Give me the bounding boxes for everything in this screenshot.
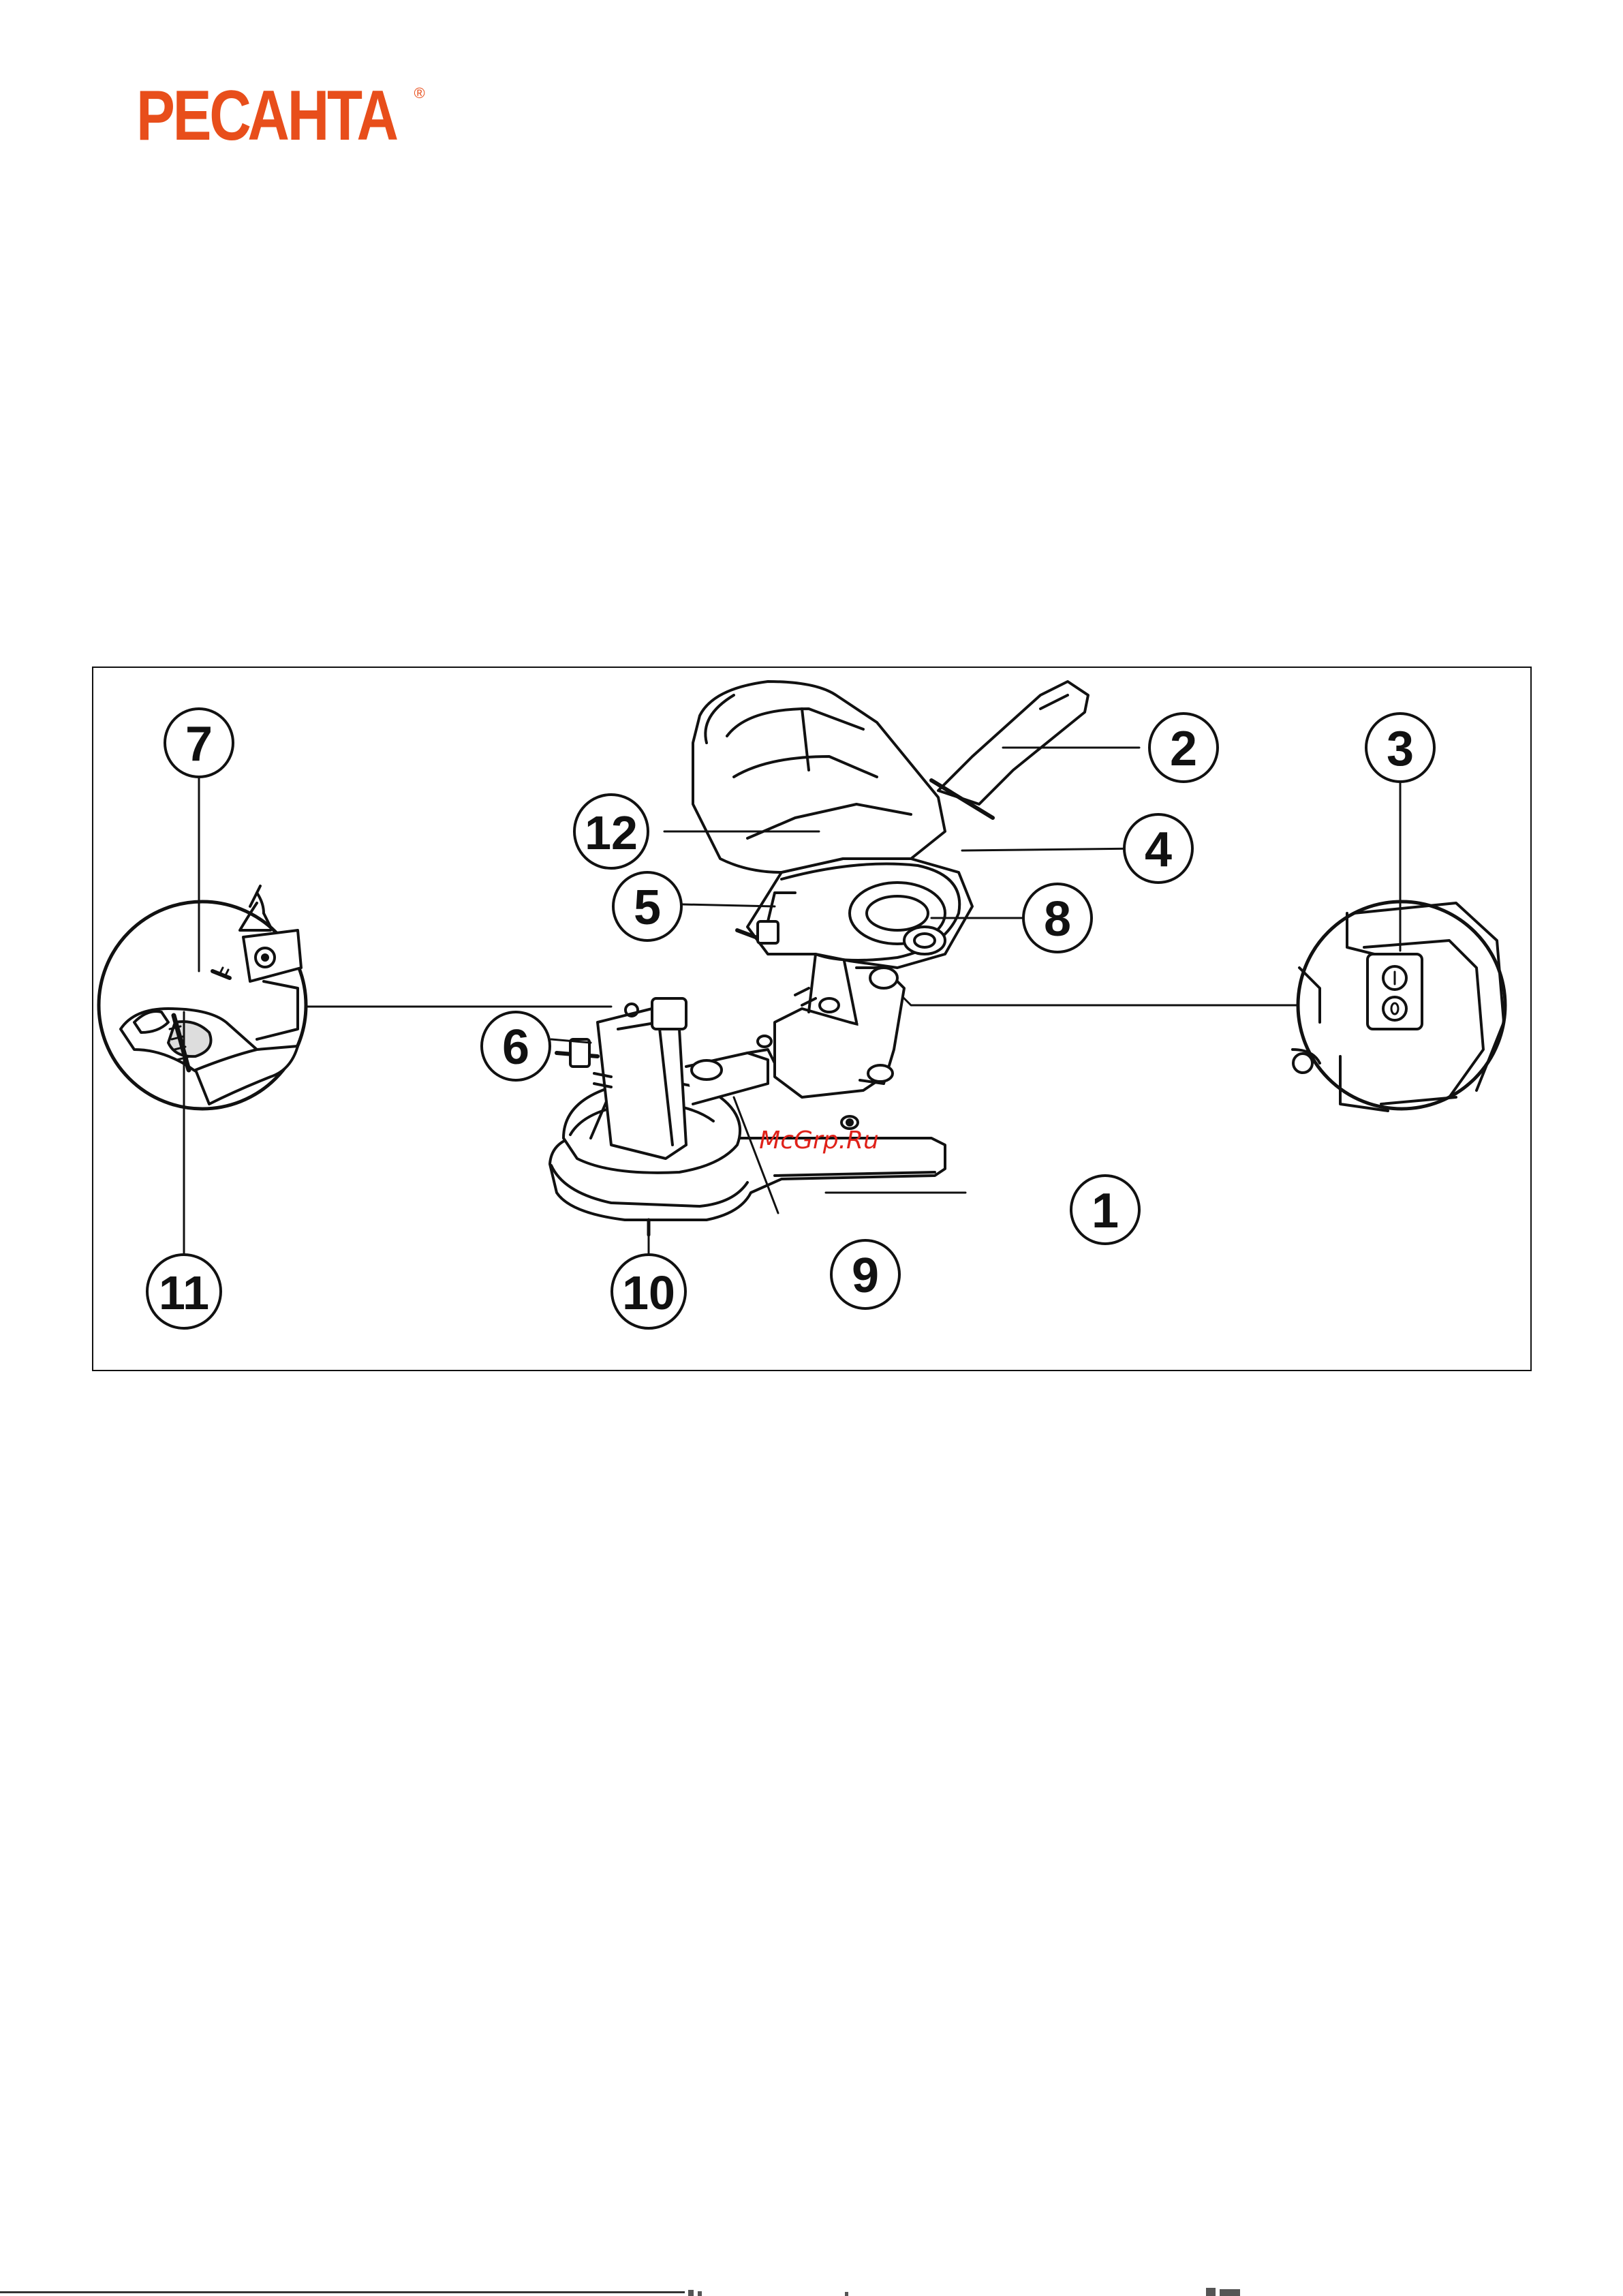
- callout-5: 5: [634, 881, 661, 935]
- product-diagram: 1 2 3 4 5 6 7 8 9 10 11 12 McGrp.Ru: [92, 667, 1532, 1371]
- right-inset: [1293, 902, 1505, 1111]
- footer-rule: [0, 2291, 685, 2293]
- footer-scan-marks: [688, 2286, 1274, 2296]
- callout-2: 2: [1170, 722, 1197, 776]
- watermark-text: McGrp.Ru: [759, 1127, 879, 1154]
- callout-7: 7: [185, 717, 213, 771]
- left-inset: [99, 886, 306, 1109]
- diagram-drawing: 1 2 3 4 5 6 7 8 9 10 11 12 McGrp.Ru: [93, 668, 1533, 1373]
- callout-1: 1: [1092, 1184, 1119, 1238]
- logo-text: РЕСАНТА: [136, 80, 397, 151]
- callout-3: 3: [1387, 722, 1414, 776]
- callout-10: 10: [622, 1266, 675, 1319]
- callout-11: 11: [159, 1266, 209, 1319]
- callout-6: 6: [502, 1020, 529, 1075]
- callout-12: 12: [585, 806, 638, 859]
- logo-registered-mark: ®: [414, 85, 425, 102]
- brand-logo: РЕСАНТА ®: [136, 80, 425, 155]
- callout-9: 9: [852, 1249, 879, 1303]
- callout-4: 4: [1145, 823, 1172, 877]
- callout-8: 8: [1044, 892, 1071, 947]
